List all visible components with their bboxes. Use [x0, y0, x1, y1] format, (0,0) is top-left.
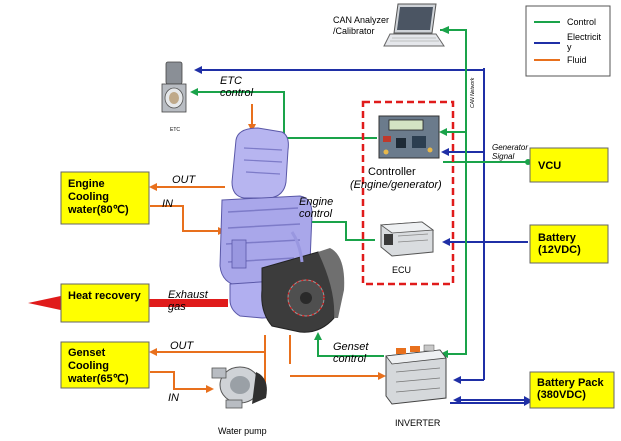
controller-sublabel: (Engine/generator) — [350, 179, 442, 191]
out-bottom-label: OUT — [170, 340, 195, 352]
battery-pack-box: Battery Pack(380VDC) — [529, 371, 615, 409]
battery-box: Battery(12VDC) — [529, 224, 609, 264]
ecu-label: ECU — [392, 265, 411, 275]
inverter-icon — [385, 344, 447, 405]
in-top-label: IN — [162, 198, 173, 210]
svg-text:Battery(12VDC): Battery(12VDC) — [538, 232, 581, 256]
laptop-icon — [383, 3, 445, 47]
heat-recovery-label: Heat recovery — [68, 290, 142, 302]
can-network-label: CAN Network — [470, 77, 476, 108]
water-pump-icon — [211, 366, 267, 409]
control-lines — [190, 26, 531, 358]
can-analyzer-label: CAN Analyzer/Calibrator — [333, 15, 389, 36]
vcu-box: VCU — [529, 147, 609, 183]
etc-valve-icon — [161, 61, 187, 113]
out-top-label: OUT — [172, 174, 197, 186]
inverter-label: INVERTER — [395, 418, 441, 428]
vcu-label: VCU — [538, 160, 561, 172]
legend-fluid-label: Fluid — [567, 55, 587, 65]
water-pump-label: Water pump — [218, 426, 267, 436]
in-bottom-label: IN — [168, 392, 179, 404]
etc-unit-label: ETC — [170, 127, 180, 133]
controller-label: Controller — [368, 166, 416, 178]
engine-generator-icon — [219, 127, 345, 333]
controller-frame — [361, 100, 455, 286]
ecu-icon — [379, 221, 435, 257]
electricity-lines — [194, 66, 533, 406]
legend-control-label: Control — [567, 17, 596, 27]
svg-text:Battery Pack(380VDC): Battery Pack(380VDC) — [537, 377, 605, 401]
heat-recovery-box: Heat recovery — [60, 283, 150, 323]
controller-board-icon — [378, 115, 440, 159]
